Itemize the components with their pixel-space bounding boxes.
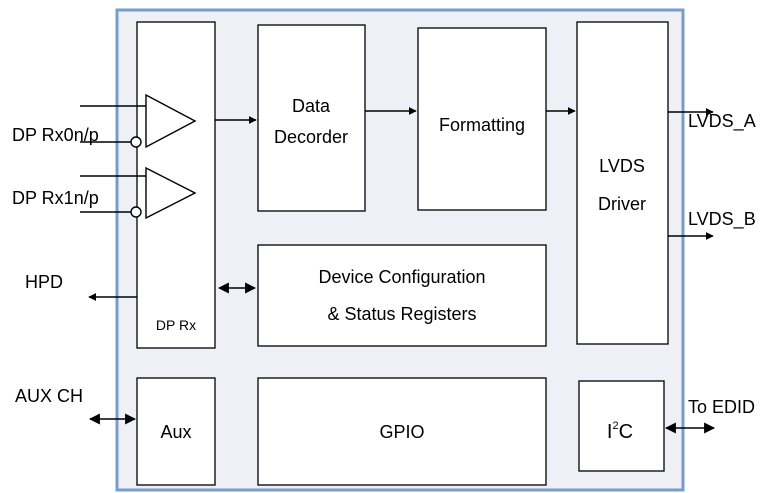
lvds-driver-label-line2: Driver <box>598 194 646 214</box>
signal-lvds-b-label: LVDS_B <box>688 209 756 230</box>
aux-block <box>136 377 216 486</box>
gpio-block <box>257 377 547 486</box>
data-decoder-label-line2: Decorder <box>274 127 348 147</box>
signal-dp-rx0-label: DP Rx0n/p <box>12 125 99 145</box>
data-decoder-block <box>257 24 366 212</box>
i2c-label-sup: 2 <box>612 420 618 432</box>
lvds-driver-label-line1: LVDS <box>599 156 645 176</box>
gpio-label: GPIO <box>379 422 424 442</box>
formatting-label: Formatting <box>439 115 525 135</box>
dp-rx-label: DP Rx <box>156 317 196 333</box>
receiver-buffer-0 <box>80 93 197 149</box>
registers-block <box>257 244 547 347</box>
signal-to-edid-label: To EDID <box>688 397 755 417</box>
signal-lvds-a-label: LVDS_A <box>688 111 756 132</box>
lvds-driver-block <box>576 21 669 345</box>
signal-hpd-label: HPD <box>25 272 63 292</box>
data-decoder-label-line1: Data <box>292 96 331 116</box>
registers-label-line2: & Status Registers <box>327 304 476 324</box>
signal-dp-rx1-label: DP Rx1n/p <box>12 188 99 208</box>
i2c-label-end: C <box>619 421 633 443</box>
signal-aux-ch-label: AUX CH <box>15 386 83 406</box>
i2c-label-main: I <box>607 421 613 443</box>
i2c-label: I2C <box>607 420 633 443</box>
formatting-block <box>417 27 547 211</box>
aux-label: Aux <box>160 422 191 442</box>
receiver-buffer-1 <box>80 166 197 220</box>
i2c-block <box>578 380 665 472</box>
registers-label-line1: Device Configuration <box>318 267 485 287</box>
